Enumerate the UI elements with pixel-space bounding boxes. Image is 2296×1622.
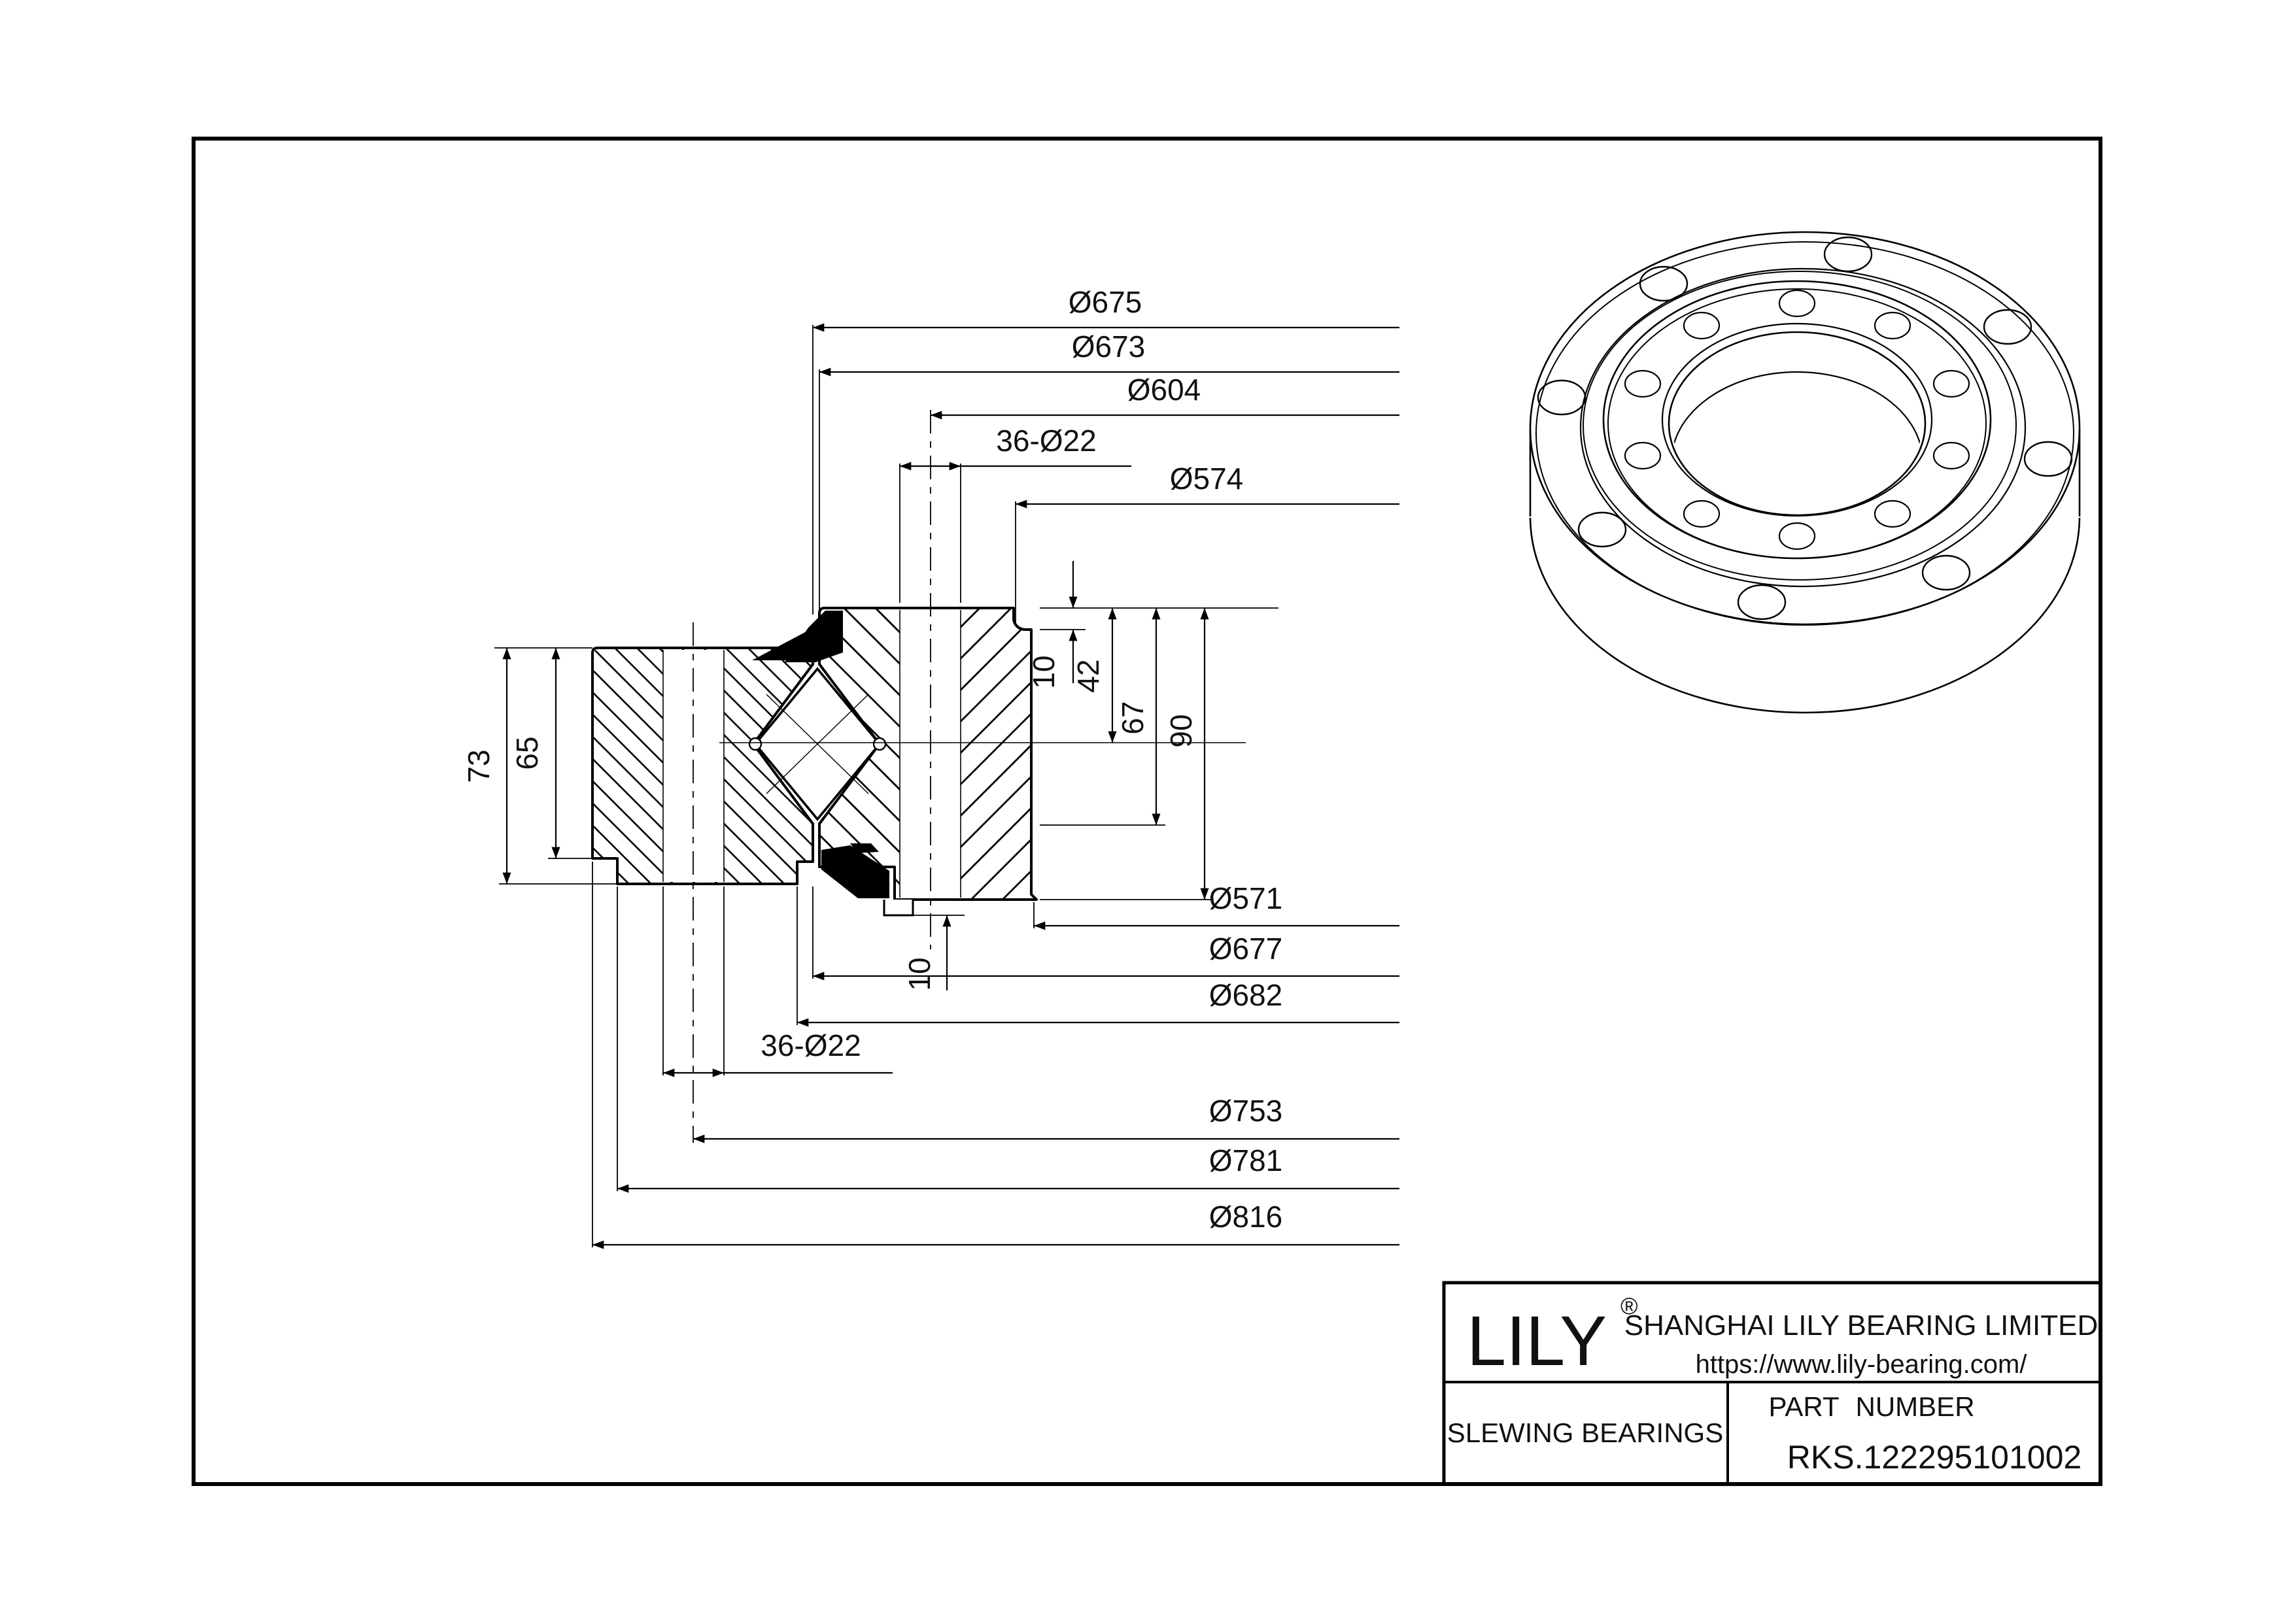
dim-label-67: 67 [1116,701,1150,734]
bottom-seal-lip [850,843,879,853]
dim-label-od673: Ø673 [1072,329,1146,363]
top-seal-lip [752,632,806,660]
dimension-lines [502,323,1399,1249]
outer-ring-bottom-edge [1529,518,2081,714]
part-number-label: PART NUMBER [1768,1391,1974,1422]
brand-logo: LILY [1467,1301,1607,1380]
dim-label-holes-bottom: 36-Ø22 [761,1028,861,1062]
inner-ring-outline [818,607,1038,901]
inner-ring-left-section [819,608,900,900]
outer-flange-holes [1537,236,2073,620]
company-name: SHANGHAI LILY BEARING LIMITED [1624,1309,2099,1342]
cross-section-view [591,410,1246,1143]
dim-label-od677: Ø677 [1209,932,1283,966]
bore-wall [1671,371,1923,513]
dim-label-73: 73 [462,749,496,783]
dim-label-od816: Ø816 [1209,1200,1283,1234]
dim-label-65: 65 [510,736,544,769]
dim-label-90: 90 [1164,714,1198,747]
top-seal [785,611,843,662]
company-website: https://www.lily-bearing.com/ [1696,1350,2028,1379]
inner-ring-right-section [961,608,1037,900]
title-block: LILY ® SHANGHAI LILY BEARING LIMITED htt… [1442,1281,2102,1486]
dim-label-od604: Ø604 [1127,373,1201,407]
bore-edge [1668,331,1927,516]
crossed-roller [748,667,887,821]
outer-ring-outline [591,647,814,885]
dim-label-od753: Ø753 [1209,1094,1283,1128]
part-number-value: RKS.122295101002 [1787,1439,2082,1476]
bottom-lip [883,900,914,917]
dimension-labels: Ø675 Ø673 Ø604 36-Ø22 Ø574 Ø571 Ø677 Ø68… [462,285,1282,1234]
dim-label-10-top: 10 [1027,655,1061,688]
product-category: SLEWING BEARINGS [1447,1417,1723,1448]
dim-label-10-bottom: 10 [902,957,936,990]
dim-label-od571: Ø571 [1209,881,1283,915]
registered-mark: ® [1620,1293,1638,1319]
dim-label-od781: Ø781 [1209,1143,1283,1177]
sheet-border [192,137,2102,1486]
dim-label-od682: Ø682 [1209,978,1283,1012]
dim-label-od675: Ø675 [1069,285,1142,319]
isometric-view [1529,231,2081,714]
inner-ring-holes [1624,289,1970,550]
bottom-seal [821,845,889,898]
dim-label-42: 42 [1071,659,1105,692]
dim-label-od574: Ø574 [1170,462,1244,496]
dim-label-holes-top: 36-Ø22 [996,424,1096,458]
